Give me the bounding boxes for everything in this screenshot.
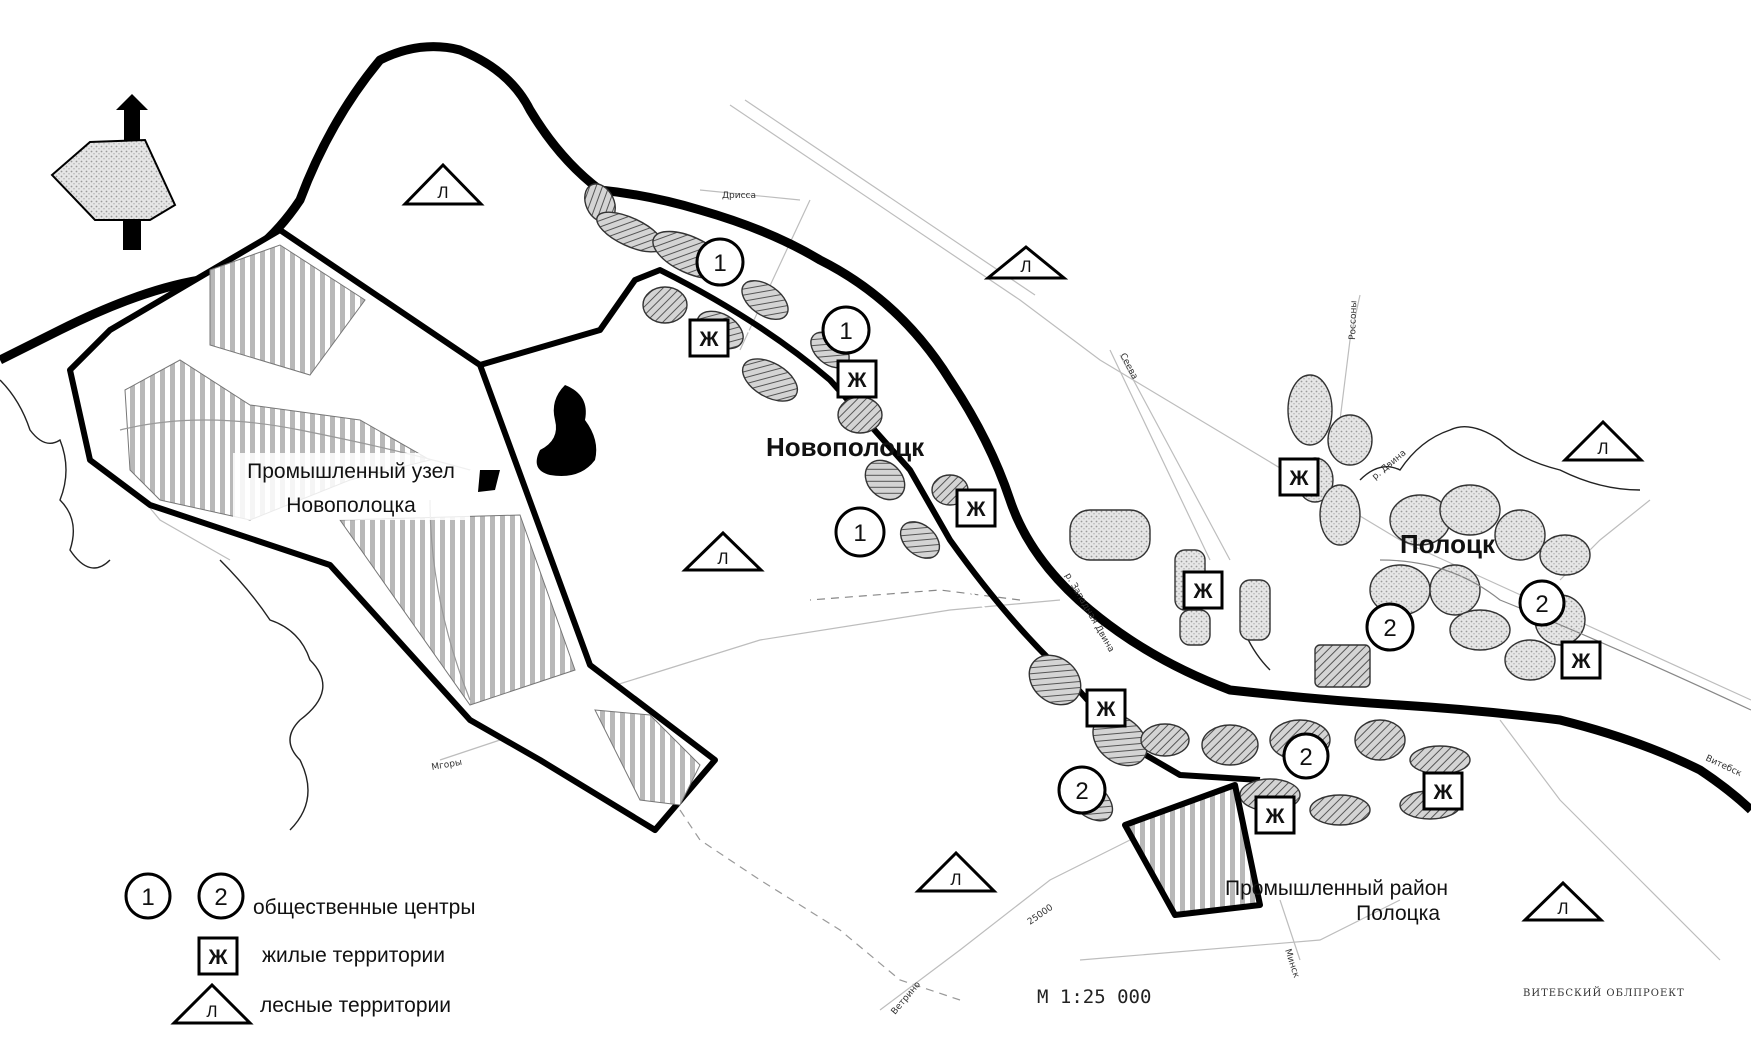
public-center-2a: 2 (1365, 602, 1415, 652)
svg-text:Ж: Ж (1265, 805, 1286, 828)
lake (536, 385, 597, 476)
svg-text:Л: Л (1597, 439, 1608, 458)
map-scale: М 1:25 000 (1037, 986, 1151, 1008)
city-label-novopolotsk: Новополоцк (766, 432, 925, 462)
legend: 1 2 общественные центры Ж жилые территор… (124, 872, 475, 1025)
svg-text:Ж: Ж (1096, 698, 1117, 721)
svg-text:Ж: Ж (847, 369, 868, 392)
novopolotsk-residential-blocks (584, 183, 969, 559)
svg-text:Л: Л (717, 549, 728, 568)
svg-text:Л: Л (950, 870, 961, 889)
label-polotsk-industrial: Промышленный район Полоцка (1225, 877, 1448, 925)
residential-symbol-8: Ж (1422, 771, 1464, 811)
svg-text:Полоцка: Полоцка (1356, 902, 1440, 925)
public-center-1a: 1 (695, 237, 745, 287)
lake-small (478, 470, 500, 492)
svg-text:1: 1 (839, 318, 852, 345)
legend-residential: Ж жилые территории (197, 936, 445, 976)
svg-text:1: 1 (853, 520, 866, 547)
public-center-1c: 1 (834, 506, 886, 558)
svg-text:Промышленный узел: Промышленный узел (247, 460, 455, 483)
forest-symbol-1: Л (401, 162, 485, 206)
road-label-drissa: Дрисса (722, 191, 756, 201)
legend-forest: Л лесные территории (170, 982, 451, 1025)
polotsk-industrial-district (1122, 782, 1263, 918)
svg-text:Ж: Ж (699, 328, 720, 351)
svg-text:1: 1 (141, 884, 154, 911)
svg-text:2: 2 (1383, 615, 1396, 642)
road-label-mgory: Мгоры (431, 758, 463, 773)
river-label: р. Западная Двина (1062, 572, 1115, 655)
public-center-2d: 2 (1057, 765, 1107, 815)
legend-centers-label: общественные центры (253, 896, 475, 919)
city-label-polotsk: Полоцк (1400, 529, 1496, 559)
residential-symbol-3: Ж (955, 488, 997, 528)
svg-text:Л: Л (206, 1002, 217, 1021)
svg-text:1: 1 (713, 250, 726, 277)
residential-symbol-6: Ж (1560, 640, 1602, 680)
svg-text:Новополоцка: Новополоцка (286, 494, 416, 517)
residential-symbol-4: Ж (1278, 457, 1320, 497)
svg-text:Промышленный район: Промышленный район (1225, 877, 1448, 900)
residential-symbol-2: Ж (836, 359, 878, 399)
svg-text:Ж: Ж (966, 498, 987, 521)
svg-text:Ж: Ж (208, 946, 229, 969)
public-center-2c: 2 (1282, 732, 1330, 780)
residential-symbol-7: Ж (1085, 688, 1127, 728)
forest-symbol-2: Л (983, 245, 1069, 280)
western-dvina-river (0, 42, 1751, 814)
svg-text:Ж: Ж (1433, 781, 1454, 804)
road-label-minsk: Минск (1282, 948, 1301, 980)
svg-text:Л: Л (1557, 899, 1568, 918)
road-label-km: 25000 (1026, 903, 1055, 928)
legend-forest-label: лесные территории (260, 994, 451, 1017)
svg-text:Л: Л (437, 183, 448, 202)
polotsk-blocks (1028, 374, 1751, 826)
svg-text:2: 2 (1075, 778, 1088, 805)
novopolotsk-industrial-zone (67, 227, 718, 833)
svg-text:Ж: Ж (1289, 467, 1310, 490)
svg-text:Л: Л (1020, 257, 1031, 276)
legend-residential-label: жилые территории (262, 944, 445, 967)
residential-symbol-1: Ж (688, 318, 730, 358)
road-label-rossony: Россоны (1348, 300, 1359, 340)
svg-text:2: 2 (214, 884, 227, 911)
road-label-sheva: Сеева (1117, 352, 1139, 382)
svg-text:2: 2 (1535, 591, 1548, 618)
residential-symbol-9: Ж (1254, 795, 1296, 835)
north-arrow (50, 94, 177, 250)
forest-symbol-6: Л (1521, 880, 1605, 922)
forest-symbol-5: Л (914, 850, 998, 893)
legend-centers: 1 2 общественные центры (124, 872, 475, 920)
public-center-1b: 1 (821, 305, 871, 355)
map-credit: ВИТЕБСКИЙ ОБЛПРОЕКТ (1523, 987, 1685, 999)
svg-text:Ж: Ж (1571, 650, 1592, 673)
svg-text:Ж: Ж (1193, 580, 1214, 603)
label-novopolotsk-industrial: Промышленный узел Новополоцка (233, 453, 470, 520)
svg-text:2: 2 (1299, 744, 1312, 771)
forest-symbol-4: Л (681, 530, 765, 572)
residential-symbol-5: Ж (1182, 570, 1224, 610)
public-center-2b: 2 (1518, 579, 1566, 627)
forest-symbol-3: Л (1561, 419, 1645, 462)
